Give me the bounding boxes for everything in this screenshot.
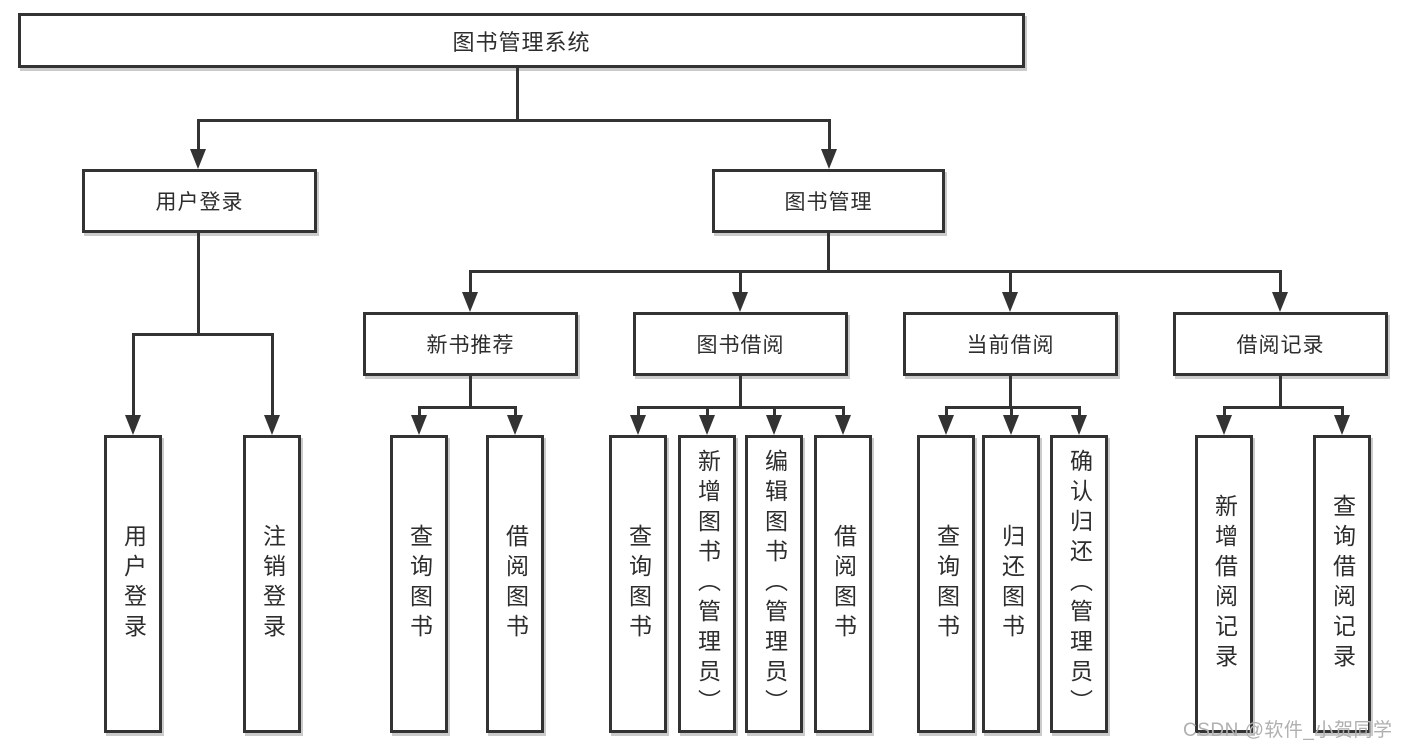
arrow-to-borrow-edit-books — [766, 406, 782, 435]
node-leaf-borrow-edit-books: 编辑图书（管理员） — [745, 435, 803, 733]
arrowhead-down-icon — [938, 415, 954, 435]
connector-borrow-records-bus — [1223, 406, 1344, 409]
arrow-to-current-query-books — [938, 406, 954, 435]
connector-current-borrow-bus — [945, 406, 1081, 409]
node-leaf-records-query-record-label: 查询借阅记录 — [1329, 494, 1356, 674]
node-new-book-recommend: 新书推荐 — [363, 312, 578, 376]
connector-borrow-records-stem — [1279, 376, 1282, 408]
arrowhead-down-icon — [1216, 415, 1232, 435]
node-leaf-logout-label: 注销登录 — [259, 524, 286, 644]
watermark: CSDN @软件_小贺同学 — [1183, 720, 1393, 741]
arrow-to-rec-query-books — [411, 406, 427, 435]
node-leaf-borrow-borrow-books-label: 借阅图书 — [830, 524, 857, 644]
arrow-to-borrow-query-books — [630, 406, 646, 435]
arrow-to-current-return-books — [1003, 406, 1019, 435]
arrowhead-down-icon — [699, 415, 715, 435]
arrowhead-down-icon — [507, 415, 523, 435]
node-leaf-borrow-query-books-label: 查询图书 — [625, 524, 652, 644]
node-root-label: 图书管理系统 — [452, 29, 591, 55]
node-leaf-borrow-query-books: 查询图书 — [609, 435, 667, 733]
node-borrow-records: 借阅记录 — [1173, 312, 1388, 376]
arrow-to-current-borrow — [1002, 270, 1018, 312]
arrowhead-down-icon — [630, 415, 646, 435]
node-book-management-label: 图书管理 — [784, 191, 873, 214]
arrowhead-down-icon — [125, 415, 141, 435]
arrowhead-down-icon — [1002, 292, 1018, 312]
node-user-login: 用户登录 — [82, 169, 317, 233]
arrowhead-down-icon — [835, 415, 851, 435]
node-leaf-current-confirm-return: 确认归还（管理员） — [1050, 435, 1108, 733]
connector-new-book-recommend-stem — [469, 376, 472, 408]
arrow-to-borrow-borrow-books — [835, 406, 851, 435]
node-leaf-rec-query-books: 查询图书 — [390, 435, 448, 733]
connector-user-login-bus — [132, 333, 274, 336]
connector-level1-bus — [197, 119, 831, 122]
connector-current-borrow-stem — [1009, 376, 1012, 408]
node-leaf-current-confirm-return-label: 确认归还（管理员） — [1066, 449, 1093, 719]
arrow-to-borrow-add-books — [699, 406, 715, 435]
node-leaf-user-login: 用户登录 — [104, 435, 162, 733]
node-root: 图书管理系统 — [18, 13, 1025, 68]
connector-level2-bus — [469, 270, 1282, 273]
arrow-to-user-login — [190, 119, 206, 169]
node-current-borrow: 当前借阅 — [903, 312, 1118, 376]
arrowhead-down-icon — [264, 415, 280, 435]
node-leaf-logout: 注销登录 — [243, 435, 301, 733]
node-leaf-records-add-record: 新增借阅记录 — [1195, 435, 1253, 733]
arrow-to-borrow-records — [1272, 270, 1288, 312]
node-leaf-current-return-books: 归还图书 — [982, 435, 1040, 733]
arrow-to-new-book-recommend — [462, 270, 478, 312]
arrow-to-rec-borrow-books — [507, 406, 523, 435]
node-leaf-borrow-add-books: 新增图书（管理员） — [678, 435, 736, 733]
arrowhead-down-icon — [462, 292, 478, 312]
arrowhead-down-icon — [732, 292, 748, 312]
node-leaf-records-query-record: 查询借阅记录 — [1313, 435, 1371, 733]
connector-book-borrow-bus — [637, 406, 845, 409]
connector-user-login-stem — [197, 233, 200, 335]
arrow-to-records-add-record — [1216, 406, 1232, 435]
arrowhead-down-icon — [1272, 292, 1288, 312]
arrow-to-records-query-record — [1334, 406, 1350, 435]
arrow-to-book-borrow — [732, 270, 748, 312]
connector-book-management-stem — [827, 233, 830, 272]
node-leaf-user-login-label: 用户登录 — [120, 524, 147, 644]
arrow-to-leaf-user-login — [125, 333, 141, 435]
arrow-to-current-confirm-return — [1071, 406, 1087, 435]
node-book-borrow-label: 图书借阅 — [696, 334, 785, 357]
arrowhead-down-icon — [190, 149, 206, 169]
connector-book-borrow-stem — [739, 376, 742, 408]
node-user-login-label: 用户登录 — [155, 191, 244, 214]
node-borrow-records-label: 借阅记录 — [1236, 334, 1325, 357]
arrowhead-down-icon — [1071, 415, 1087, 435]
node-leaf-records-add-record-label: 新增借阅记录 — [1211, 494, 1238, 674]
arrowhead-down-icon — [411, 415, 427, 435]
node-leaf-current-return-books-label: 归还图书 — [998, 524, 1025, 644]
connector-new-book-recommend-bus — [418, 406, 517, 409]
node-leaf-rec-borrow-books: 借阅图书 — [486, 435, 544, 733]
arrowhead-down-icon — [1334, 415, 1350, 435]
arrowhead-down-icon — [1003, 415, 1019, 435]
node-leaf-current-query-books-label: 查询图书 — [933, 524, 960, 644]
node-leaf-rec-query-books-label: 查询图书 — [406, 524, 433, 644]
node-leaf-rec-borrow-books-label: 借阅图书 — [502, 524, 529, 644]
node-leaf-borrow-edit-books-label: 编辑图书（管理员） — [761, 449, 788, 719]
node-leaf-current-query-books: 查询图书 — [917, 435, 975, 733]
node-new-book-recommend-label: 新书推荐 — [426, 334, 515, 357]
arrowhead-down-icon — [821, 149, 837, 169]
node-book-borrow: 图书借阅 — [633, 312, 848, 376]
arrowhead-down-icon — [766, 415, 782, 435]
arrow-to-leaf-logout — [264, 333, 280, 435]
node-book-management: 图书管理 — [712, 169, 945, 233]
arrow-to-book-management — [821, 119, 837, 169]
node-current-borrow-label: 当前借阅 — [966, 334, 1055, 357]
node-leaf-borrow-add-books-label: 新增图书（管理员） — [694, 449, 721, 719]
connector-root-stem — [516, 68, 519, 121]
node-leaf-borrow-borrow-books: 借阅图书 — [814, 435, 872, 733]
